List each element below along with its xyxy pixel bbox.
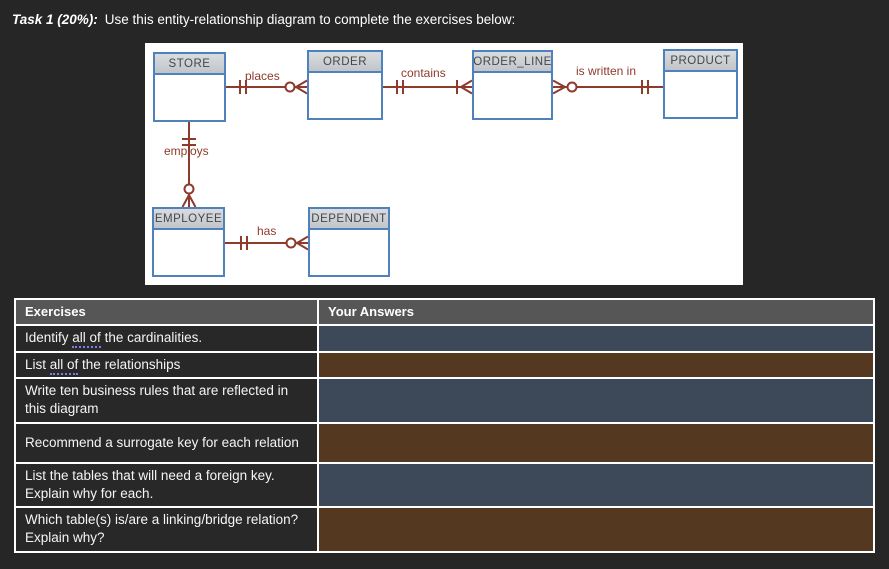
crows-foot-icon <box>181 194 197 208</box>
cardinality-zero-icon <box>285 237 297 249</box>
entity-dependent-name: DEPENDENT <box>310 209 388 230</box>
entity-order: ORDER <box>307 50 383 120</box>
column-header-exercises: Exercises <box>14 298 319 326</box>
exercise-text-underlined: all of <box>49 357 79 375</box>
crows-foot-icon <box>296 235 309 251</box>
table-row: Which table(s) is/are a linking/bridge r… <box>14 506 875 553</box>
exercise-text: the cardinalities. <box>100 330 203 346</box>
table-row: List all of the relationships <box>14 350 875 380</box>
cardinality-one-marker <box>396 80 404 94</box>
cardinality-one-marker <box>239 80 247 94</box>
relationship-label-is-written-in: is written in <box>576 64 637 78</box>
exercise-text-underlined: all of <box>72 330 101 349</box>
crows-foot-icon <box>460 79 473 95</box>
entity-store-name: STORE <box>155 54 224 75</box>
entity-product-name: PRODUCT <box>665 51 736 72</box>
entity-store: STORE <box>153 52 226 122</box>
answer-cell-business-rules[interactable] <box>317 377 875 424</box>
entity-dependent: DEPENDENT <box>308 207 390 277</box>
exercise-text: List <box>25 357 50 372</box>
table-row: Recommend a surrogate key for each relat… <box>14 421 875 464</box>
column-header-your-answers: Your Answers <box>317 298 875 326</box>
exercise-text: Identify <box>25 330 73 346</box>
page-title: Task 1 (20%): Use this entity-relationshi… <box>12 12 515 27</box>
answer-cell-foreign-key[interactable] <box>317 461 875 509</box>
relationship-label-places: places <box>245 69 280 83</box>
er-diagram: STORE ORDER ORDER_LINE PRODUCT EMPLOYEE … <box>145 43 743 285</box>
exercises-table: Exercises Your Answers Identify all of t… <box>14 298 875 553</box>
cardinality-zero-icon <box>183 183 195 195</box>
entity-order-name: ORDER <box>309 52 381 73</box>
task-instruction: Use this entity-relationship diagram to … <box>104 12 516 27</box>
exercise-cell-cardinalities: Identify all of the cardinalities. <box>14 324 319 353</box>
exercise-cell-relationships: List all of the relationships <box>14 350 319 380</box>
task-label: Task 1 (20%): <box>12 12 98 27</box>
crows-foot-icon <box>552 79 566 95</box>
crows-foot-icon <box>295 79 308 95</box>
exercise-text: the relationships <box>78 357 181 372</box>
answer-cell-cardinalities[interactable] <box>317 324 875 353</box>
cardinality-zero-icon <box>284 81 296 93</box>
entity-order-line-name: ORDER_LINE <box>474 52 551 73</box>
relationship-label-contains: contains <box>401 66 446 80</box>
entity-employee-name: EMPLOYEE <box>154 209 223 230</box>
exercise-cell-bridge-relation: Which table(s) is/are a linking/bridge r… <box>14 506 319 553</box>
table-row: Write ten business rules that are reflec… <box>14 377 875 424</box>
answer-cell-bridge-relation[interactable] <box>317 506 875 553</box>
relationship-label-has: has <box>257 224 277 238</box>
table-row: List the tables that will need a foreign… <box>14 461 875 509</box>
entity-product: PRODUCT <box>663 49 738 119</box>
answer-cell-surrogate-key[interactable] <box>317 421 875 464</box>
table-header-row: Exercises Your Answers <box>14 298 875 326</box>
cardinality-one-marker <box>240 236 248 250</box>
cardinality-zero-icon <box>566 81 578 93</box>
exercise-cell-foreign-key: List the tables that will need a foreign… <box>14 461 319 509</box>
cardinality-one-marker <box>641 80 649 94</box>
cardinality-one-marker <box>182 138 196 146</box>
relationship-label-employs: employs <box>164 144 209 158</box>
relationship-lines <box>181 79 663 251</box>
entity-employee: EMPLOYEE <box>152 207 225 277</box>
entity-order-line: ORDER_LINE <box>472 50 553 120</box>
exercise-cell-business-rules: Write ten business rules that are reflec… <box>14 377 319 424</box>
exercise-cell-surrogate-key: Recommend a surrogate key for each relat… <box>14 421 319 464</box>
relationship-contains-connector <box>383 79 473 95</box>
table-row: Identify all of the cardinalities. <box>14 324 875 353</box>
answer-cell-relationships[interactable] <box>317 350 875 380</box>
